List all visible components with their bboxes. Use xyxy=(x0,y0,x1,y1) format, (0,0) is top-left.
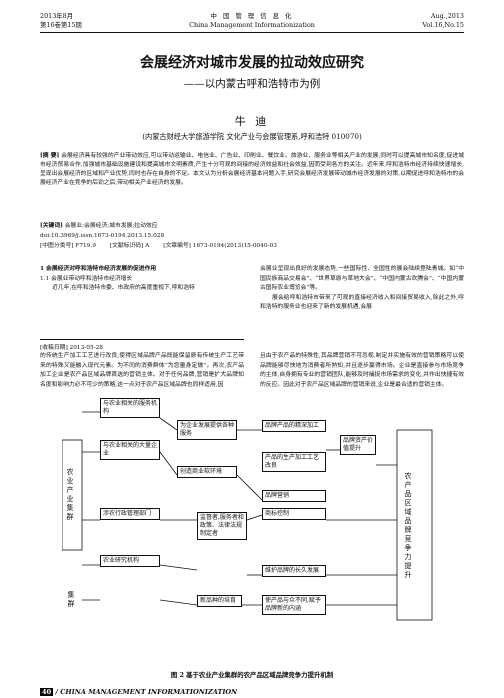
abstract-text: 会展经济具有较强的产业带动效应,可以带动运输业、电信业、广告业、印刷业、餐饮业、… xyxy=(40,153,464,186)
connector xyxy=(159,451,178,476)
connector xyxy=(159,599,198,606)
document-code: [文献标识码] A xyxy=(109,243,150,249)
section-heading-1: 1 会展经济对呼和浩特市经济发展的促进作用 xyxy=(40,266,157,272)
box-provide-services: 为企业发展提供各种服务 xyxy=(177,420,237,440)
article-title: 会展经济对城市发展的拉动效应研究 xyxy=(140,55,364,71)
journal-name-cn: 中 国 管 理 信 息 化 xyxy=(210,12,294,20)
article-number: [文章编号] 1673-0194(2013)15-0040-03 xyxy=(163,243,277,249)
page-header: 2013年8月 第16卷第15期 中 国 管 理 信 息 化 China Man… xyxy=(40,12,464,40)
issue-date-en: Aug.,2013 xyxy=(430,12,464,20)
section-heading-1-1: 1.1 会展业带动呼和浩特市经济增长 xyxy=(40,275,133,282)
doi: doi:10.3969/j.issn.1673-0194.2013.15.028 xyxy=(40,233,165,239)
header-rule xyxy=(40,32,464,33)
right-paragraph-2: 展会给呼和浩特市带来了可观的直接经济收入和间接贸易收入,除此之外,呼和浩特的服务… xyxy=(260,294,464,311)
abstract: [摘 要] 会展经济具有较强的产业带动效应,可以带动运输业、电信业、广告业、印刷… xyxy=(40,152,464,188)
box-product-differentiation: 使产品与众不同,赋予品牌新的内涵 xyxy=(262,595,326,615)
page-footer: 40 / CHINA MANAGEMENT INFORMATIONIZATION xyxy=(40,688,237,696)
article-subtitle: ——以内蒙古呼和浩特市为例 xyxy=(183,78,321,90)
volume-issue-en: Vol.16,No.15 xyxy=(422,21,464,29)
body-right: 且由于农产品的特殊性,其品牌营销不可忽视,制定并实施有效的营销策略可以使品牌能够… xyxy=(260,353,464,388)
left-paragraph: 近几年,在呼和浩特市委、市政府的高度重视下,呼和浩特 xyxy=(52,285,195,292)
box-government-departments: 涉农行政管理部门 xyxy=(100,508,160,520)
box-business-environment: 创造商业软环境 xyxy=(177,466,237,478)
author-affiliation: (内蒙古财经大学旅游学院 文化产业与会展管理系,呼和浩特 010070) xyxy=(142,132,362,141)
connector xyxy=(246,514,263,521)
keywords-text: 会展业;会展经济;城市发展;拉动效应 xyxy=(64,223,158,229)
header-left: 2013年8月 第16卷第15期 xyxy=(40,12,82,30)
journal-name-en: China Management Informationization xyxy=(189,21,315,29)
connector xyxy=(159,417,178,431)
box-deep-processing: 品牌产品的精深加工 xyxy=(262,420,326,432)
box-process-improvement: 产品的生产加工工艺改良 xyxy=(262,452,326,472)
figure-connectors xyxy=(62,411,433,621)
received-date: [收稿日期] 2013-05-28 xyxy=(40,339,244,351)
header-right: Aug.,2013 Vol.16,No.15 xyxy=(422,12,464,30)
box-trademark-control: 商标控制 xyxy=(262,508,326,520)
box-service-institutions: 与农业相关的服务机构 xyxy=(100,398,160,418)
right-column: 会展业呈现出良好的发展态势,一些国际性、全国性的展会陆续登陆青城。如“中国民族商… xyxy=(260,265,464,313)
figure-diagram: 农业产业集群 农产品区域品牌竞争力提升 与农业相关的服务机构 为企业发展提供各种… xyxy=(62,390,442,662)
page-number: 40 xyxy=(40,688,54,696)
header-center: 中 国 管 理 信 息 化 China Management Informati… xyxy=(40,12,464,30)
connector xyxy=(236,474,263,501)
right-group-frame xyxy=(396,429,433,621)
connector xyxy=(159,564,198,571)
figure-caption: 图 2 基于农业产业集群的农产品区域品牌竞争力提升机制 xyxy=(170,671,334,679)
box-regulators: 监督者,服务者和政策、法律法规制定者 xyxy=(197,512,247,540)
author-name: 牛 迪 xyxy=(234,115,270,128)
left-bottom-label: 集群 xyxy=(67,591,75,609)
clc-number: [中图分类号] F719.9 xyxy=(40,243,96,249)
box-brand-longevity: 维护品牌的长久发展 xyxy=(262,565,326,577)
box-related-enterprises: 与农业相关的大量企业 xyxy=(100,440,160,460)
box-brand-asset-value: 品牌资产价值提升 xyxy=(340,435,376,455)
left-group-frame xyxy=(62,439,83,551)
right-paragraph-1: 会展业呈现出良好的发展态势,一些国际性、全国性的展会陆续登陆青城。如“中国民族商… xyxy=(260,266,464,292)
volume-issue: 第16卷第15期 xyxy=(40,21,82,29)
body-left: 的传统生产加工工艺进行改良,使得区域品牌产品既能保留原有传统生产工艺带来的特殊又… xyxy=(40,353,244,388)
right-group-label: 农产品区域品牌竞争力提升 xyxy=(404,472,412,580)
box-new-varieties: 新品种的培育 xyxy=(197,595,242,607)
left-column: 1 会展经济对呼和浩特市经济发展的促进作用 1.1 会展业带动呼和浩特市经济增长… xyxy=(40,265,244,294)
classification-line: [中图分类号] F719.9 [文献标识码] A [文章编号] 1673-019… xyxy=(40,242,464,251)
keywords-label: [关键词] xyxy=(40,223,63,229)
issue-date: 2013年8月 xyxy=(40,12,74,20)
keywords: [关键词] 会展业;会展经济;城市发展;拉动效应 xyxy=(40,222,464,231)
box-brand-marketing: 品牌营销 xyxy=(262,490,326,502)
footer-journal: / CHINA MANAGEMENT INFORMATIONIZATION xyxy=(55,688,238,696)
left-group-label: 农业产业集群 xyxy=(66,468,74,522)
box-research-institutions: 农业研究机构 xyxy=(100,555,160,567)
abstract-label: [摘 要] xyxy=(40,153,60,159)
